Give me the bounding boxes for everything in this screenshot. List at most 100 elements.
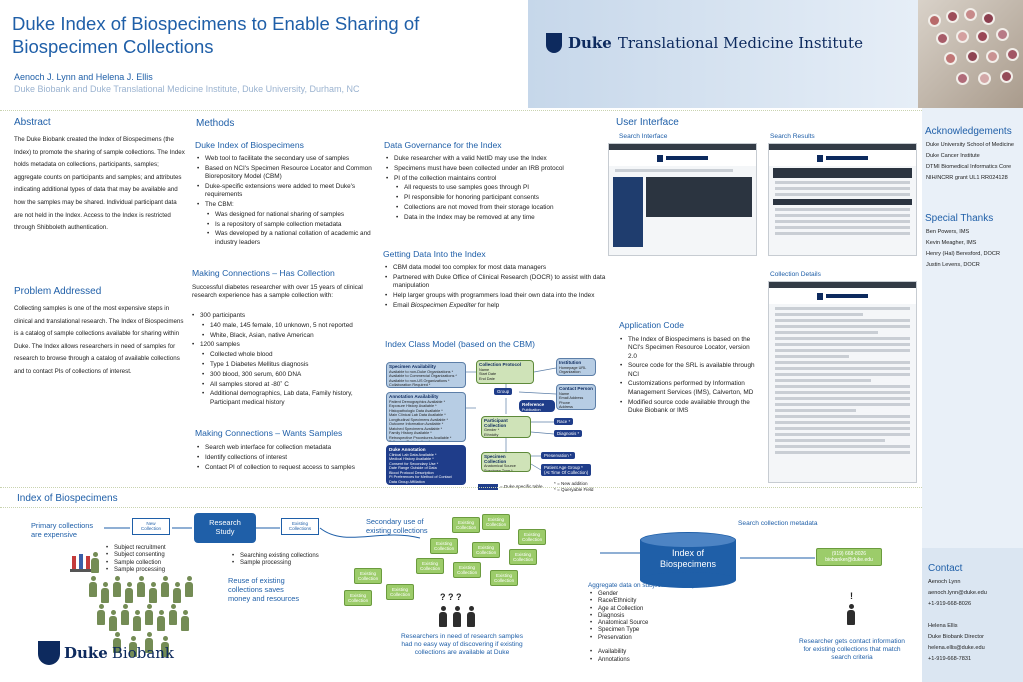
screen-line <box>775 367 910 370</box>
existing-collection-pill: Existing Collection <box>416 558 445 575</box>
screen-bar <box>609 144 756 150</box>
app-code-heading: Application Code <box>619 320 684 330</box>
list-item: Was designed for national sharing of sam… <box>195 211 375 220</box>
list-item: The Index of Biospecimens is based on th… <box>618 336 760 361</box>
screen-bar <box>769 144 916 150</box>
screen-line <box>775 379 871 382</box>
participant-collection-box: Participant Collection Gender * Ethnicit… <box>481 416 531 438</box>
screen-line <box>775 433 910 436</box>
box-title: Duke Annotation <box>389 447 426 452</box>
screen-line <box>775 409 856 412</box>
screen-line <box>775 337 910 340</box>
screen-line <box>775 325 910 328</box>
researcher-icon <box>452 606 462 628</box>
list-item: Is a repository of sample collection met… <box>195 221 375 230</box>
thanks-line: Justin Levens, DOCR <box>926 262 980 268</box>
list-item: Search web interface for collection meta… <box>195 444 370 453</box>
thanks-line: Kevin Meagher, IMS <box>926 240 977 246</box>
list-item: Race/Ethnicity <box>588 598 708 606</box>
screen-line <box>775 214 910 217</box>
person-icon <box>180 610 190 632</box>
aggregate-text: Aggregate data on subjects and samples <box>588 582 704 589</box>
list-item: Modified source code available through t… <box>618 399 760 416</box>
ack-line: Duke University School of Medicine <box>926 142 1014 148</box>
app-code-list: The Index of Biospecimens is based on th… <box>618 336 760 417</box>
list-item: All samples stored at -80˚ C <box>190 381 375 390</box>
screen-line <box>775 331 878 334</box>
person-icon <box>172 582 182 604</box>
contact-email[interactable]: aenoch.lynn@duke.edu <box>928 590 987 596</box>
person-icon <box>90 552 100 574</box>
box-body: Name Email Address Phone Address <box>559 391 584 410</box>
existing-collection-pill: Existing Collection <box>490 570 519 587</box>
getting-data-list: CBM data model too complex for most data… <box>383 264 618 311</box>
screen-line <box>775 397 910 400</box>
flow-heading: Index of Biospecimens <box>17 493 118 504</box>
list-item: Data in the Index may be removed at any … <box>384 214 609 223</box>
sample-tubes-photo <box>918 0 1023 108</box>
new-collection-box: New Collection <box>132 518 170 535</box>
existing-collection-pill: Existing Collection <box>452 517 481 534</box>
screen-line <box>775 307 910 310</box>
existing-collection-pill: Existing Collection <box>518 529 547 546</box>
list-item: Sample processing <box>230 560 350 568</box>
box-title: Participant Collection <box>484 418 508 428</box>
existing-collections-box: Existing Collections <box>281 518 319 535</box>
box-body: Homepage URL Organization <box>559 365 587 375</box>
preservation-tag: Preservation * <box>541 452 575 459</box>
list-item: Email Biospecimen Expediter for help <box>383 301 618 311</box>
list-item: PI of the collection maintains control <box>384 175 609 184</box>
problem-text: Collecting samples is one of the most ex… <box>14 305 184 375</box>
screen-line <box>615 169 733 172</box>
box-body: Patient Demographics Available * Exposur… <box>389 399 452 442</box>
duke-index-list: Web tool to facilitate the secondary use… <box>195 155 375 248</box>
list-item: Duke-specific extensions were added to m… <box>195 183 375 200</box>
has-collection-heading: Making Connections – Has Collection <box>192 268 335 278</box>
poster-title: Duke Index of Biospecimens to Enable Sha… <box>12 12 522 58</box>
has-collection-intro: Successful diabetes researcher with over… <box>192 284 363 300</box>
screen-line <box>775 226 910 229</box>
researcher-icon <box>846 604 856 626</box>
list-item: Based on NCI's Specimen Resource Locator… <box>195 165 375 182</box>
has-collection-list: 300 participants 140 male, 145 female, 1… <box>190 312 375 408</box>
contact-email[interactable]: helena.ellis@duke.edu <box>928 645 985 651</box>
contact-spacer <box>928 610 987 621</box>
screen-line <box>775 181 910 184</box>
authors: Aenoch J. Lynn and Helena J. Ellis <box>14 72 153 82</box>
contact-heading: Contact <box>928 563 963 574</box>
ack-heading: Acknowledgements <box>925 126 1012 137</box>
flow-separator <box>0 487 922 488</box>
screen-header-row <box>773 168 912 178</box>
ack-line: NIH/NCRR grant UL1 RR024128 <box>926 175 1008 181</box>
person-icon <box>108 610 118 632</box>
screen-line <box>775 187 910 190</box>
box-body: Publication <box>522 407 541 412</box>
existing-collection-pill: Existing Collection <box>386 584 415 601</box>
list-item: 1200 samples <box>190 341 375 350</box>
box-title: Reference <box>522 402 545 407</box>
screen-line <box>775 427 910 430</box>
existing-collection-pill: Existing Collection <box>430 538 459 555</box>
list-item: The CBM: <box>195 201 375 210</box>
researcher-gets-text: Researcher gets contact information for … <box>799 638 905 661</box>
list-item: CBM data model too complex for most data… <box>383 264 618 273</box>
search-results-screenshot <box>768 143 917 256</box>
exclaim-mark: ! <box>850 591 853 601</box>
wants-samples-heading: Making Connections – Wants Samples <box>195 428 343 438</box>
biospecimen-expediter-link[interactable]: Biospecimen Expediter <box>410 301 477 309</box>
existing-collection-pill: Existing Collection <box>472 542 501 559</box>
affiliation: Duke Biobank and Duke Translational Medi… <box>14 84 360 94</box>
legend-duke: = Duke specific table <box>500 484 543 489</box>
screen-line <box>775 421 910 424</box>
duke-biobank-logo: Duke Biobank <box>38 641 174 665</box>
abstract-heading: Abstract <box>14 117 51 128</box>
wants-samples-list: Search web interface for collection meta… <box>195 444 370 473</box>
list-item: Preservation <box>588 635 708 643</box>
list-item: 300 participants <box>190 312 375 321</box>
legend-query: * = Queryable Field <box>554 487 594 492</box>
box-body: Clinical Lab Data Available * Medical Hi… <box>389 452 452 484</box>
box-title: Contact Person <box>559 386 593 391</box>
class-model-connectors <box>466 367 557 471</box>
group-tag: Group <box>494 388 513 395</box>
duke-annotation-box: Duke Annotation Clinical Lab Data Availa… <box>386 445 466 485</box>
